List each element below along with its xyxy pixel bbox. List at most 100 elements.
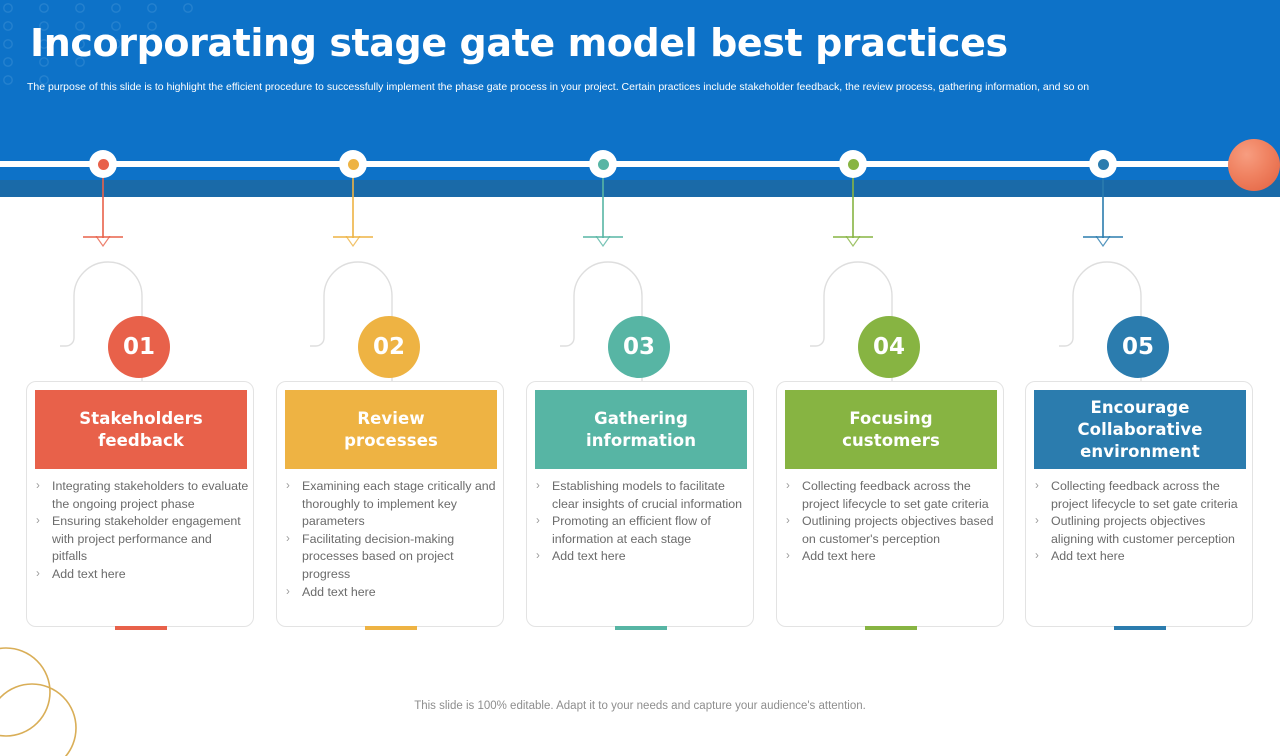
timeline-crossbar: [83, 236, 123, 238]
step-number-badge-02: 02: [358, 316, 420, 378]
timeline-node-03[interactable]: [589, 150, 617, 178]
bullet-text: Add text here: [552, 549, 626, 564]
bullet-chevron-icon: ›: [36, 515, 40, 528]
chevron-down-icon: [845, 236, 861, 247]
corner-rings-decoration: [0, 647, 77, 756]
list-item: ›Collecting feedback across the project …: [1035, 478, 1249, 513]
header-band: [0, 0, 1280, 180]
bullet-text: Establishing models to facilitate clear …: [552, 479, 743, 511]
timeline-crossbar: [333, 236, 373, 238]
chevron-down-icon: [1095, 236, 1111, 247]
hanger-bracket: [60, 252, 156, 384]
bullet-text: Integrating stakeholders to evaluate the…: [52, 479, 249, 511]
timeline-node-04[interactable]: [839, 150, 867, 178]
list-item: › Add text here: [286, 584, 500, 602]
list-item: › Facilitating decision-making processes …: [286, 531, 500, 584]
list-item: › Examining each stage critically and tho…: [286, 478, 500, 531]
bullet-chevron-icon: ›: [786, 550, 790, 563]
bullet-chevron-icon: ›: [536, 480, 540, 492]
bullet-text: Ensuring stakeholder engagement with pro…: [52, 514, 241, 564]
chevron-down-icon: [595, 236, 611, 247]
step-card-bullets: › Integrating stakeholders to evaluate th…: [36, 478, 250, 584]
chevron-down-icon: [95, 236, 111, 247]
bullet-chevron-icon: ›: [786, 480, 790, 492]
list-item: ›Outlining projects objectives based on …: [786, 513, 1000, 548]
step-card-bullets: › Examining each stage critically and tho…: [286, 478, 500, 601]
bullet-text: Collecting feedback across the project l…: [1051, 479, 1238, 511]
timeline-node-dot-icon: [97, 158, 109, 170]
card-accent-bar: [365, 626, 417, 630]
step-card-bullets: › Collecting feedback across the project …: [1035, 478, 1249, 566]
bullet-text: Facilitating decision-making processes b…: [302, 531, 455, 581]
step-number-badge-03: 03: [608, 316, 670, 378]
step-card-bullets: › Collecting feedback across the project …: [786, 478, 1000, 566]
list-item: › Promoting an efficient flow of informat…: [536, 513, 750, 548]
timeline-crossbar: [1083, 236, 1123, 238]
bullet-text: Add text here: [302, 584, 376, 599]
timeline-stem: [852, 164, 854, 238]
list-item: › Add text here: [536, 548, 750, 566]
list-item: › Add text here: [1035, 548, 1249, 566]
timeline-node-02[interactable]: [339, 150, 367, 178]
bullet-chevron-icon: ›: [1035, 550, 1039, 563]
chevron-down-icon: [345, 236, 361, 247]
hanger-bracket: [1059, 252, 1155, 384]
timeline-crossbar: [833, 236, 873, 238]
bullet-chevron-icon: ›: [286, 532, 290, 545]
list-item: › Integrating stakeholders to evaluate th…: [36, 478, 250, 513]
bullet-text: Outlining projects objectives based on c…: [802, 514, 994, 546]
page-subtitle: The purpose of this slide is to highligh…: [27, 81, 1090, 93]
bullet-chevron-icon: ›: [536, 515, 540, 528]
step-number-badge-01: 01: [108, 316, 170, 378]
list-item: ›Outlining projects objectives aligning …: [1035, 513, 1249, 548]
card-accent-bar: [115, 626, 167, 630]
timeline-node-dot-icon: [1097, 158, 1109, 170]
hanger-bracket: [560, 252, 656, 384]
header-accent-strip: [0, 180, 1280, 197]
bullet-text: Collecting feedback across the project l…: [802, 479, 989, 511]
bullet-chevron-icon: ›: [36, 567, 40, 580]
hanger-bracket: [810, 252, 906, 384]
list-item: › Add text here: [786, 548, 1000, 566]
bullet-text: Add text here: [52, 566, 126, 581]
bullet-chevron-icon: ›: [286, 585, 290, 598]
bullet-text: Examining each stage critically and thor…: [302, 479, 496, 529]
timeline-node-01[interactable]: [89, 150, 117, 178]
bullet-chevron-icon: ›: [286, 480, 290, 492]
list-item: › Ensuring stakeholder engagement with pr…: [36, 513, 250, 566]
timeline-line: [0, 161, 1244, 167]
bullet-chevron-icon: ›: [536, 550, 540, 563]
timeline-stem: [352, 164, 354, 238]
timeline-stem: [602, 164, 604, 238]
bullet-chevron-icon: ›: [36, 480, 40, 492]
list-item: › Collecting feedback across the project …: [786, 478, 1000, 513]
dot-grid-decoration: [3, 3, 193, 85]
list-item: › Add text here: [36, 566, 250, 584]
bullet-text: Add text here: [1051, 549, 1125, 564]
card-accent-bar: [615, 626, 667, 630]
footer-note: This slide is 100% editable. Adapt it to…: [414, 700, 866, 712]
bullet-chevron-icon: ›: [1035, 515, 1039, 528]
list-item: › Establishing models to facilitate clear…: [536, 478, 750, 513]
timeline-node-05[interactable]: [1089, 150, 1117, 178]
card-accent-bar: [865, 626, 917, 630]
timeline-stem: [102, 164, 104, 238]
step-card-bullets: › Establishing models to facilitate clear…: [536, 478, 750, 566]
page-title: Incorporating stage gate model best prac…: [30, 21, 1008, 65]
bullet-text: Promoting an efficient flow of informati…: [552, 514, 711, 546]
card-accent-bar: [1114, 626, 1166, 630]
hanger-bracket: [310, 252, 406, 384]
timeline-end-sphere: [1228, 139, 1280, 191]
bullet-text: Add text here: [802, 549, 876, 564]
timeline-stem: [1102, 164, 1104, 238]
